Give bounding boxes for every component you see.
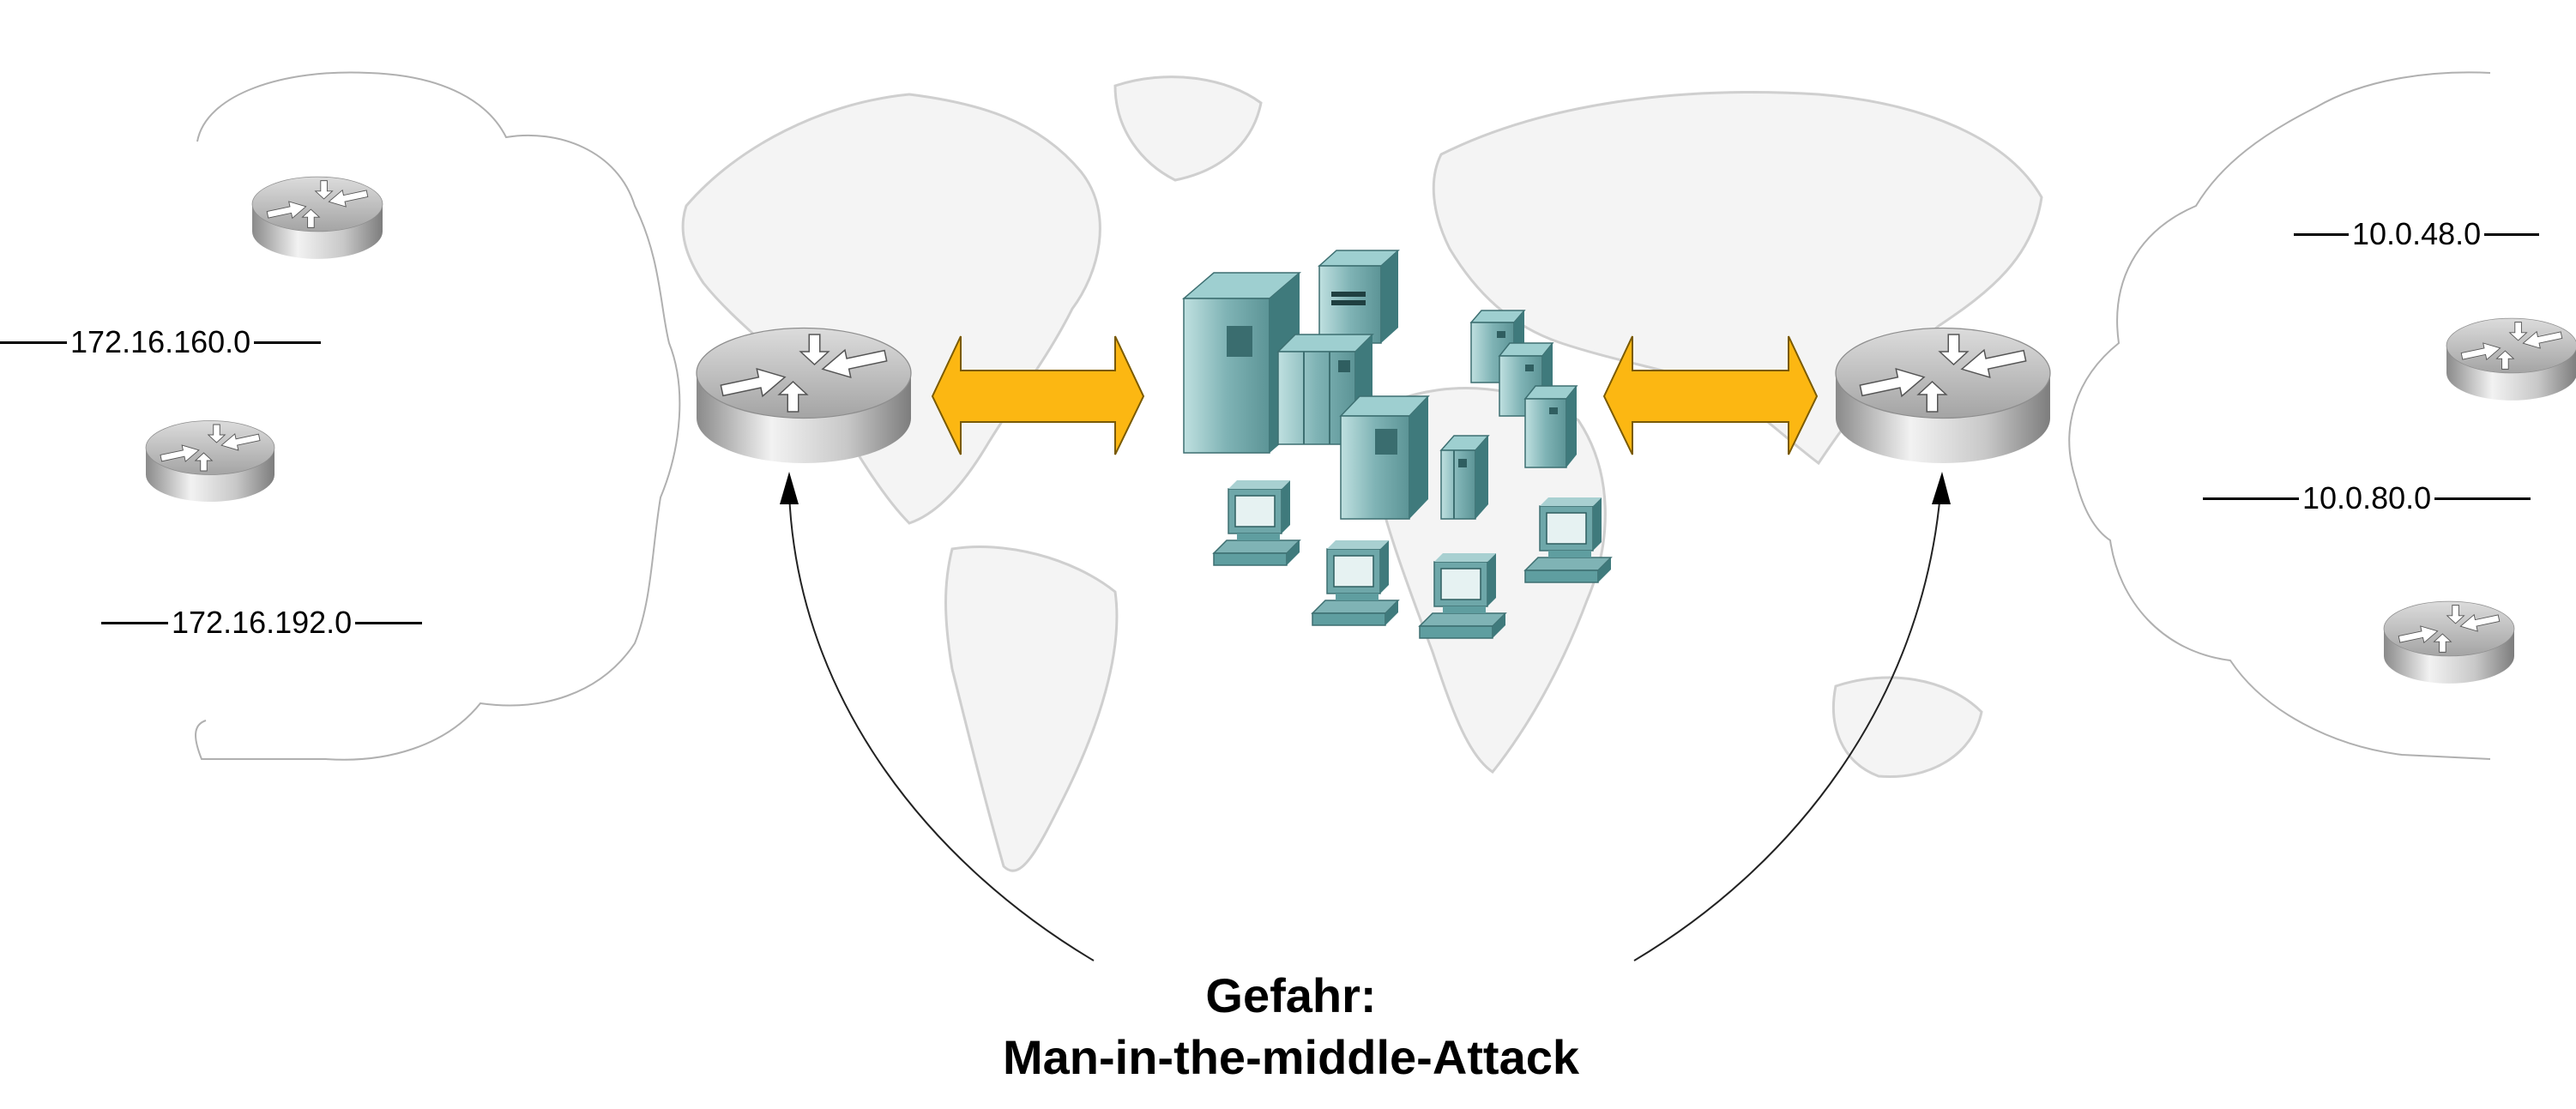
- left-network-cloud: [195, 71, 681, 761]
- australia-shape: [1831, 676, 1983, 779]
- internet-server-cluster: [1181, 250, 1578, 520]
- right-network-cloud: [2068, 71, 2491, 760]
- attack-arrow-right: [1633, 492, 1941, 961]
- router-icon-right-main: [1835, 327, 2051, 464]
- server-rack-small-icon: [1439, 435, 1490, 520]
- router-icon-left-top: [251, 176, 383, 260]
- network-label-left-2: 172.16.192.0: [101, 605, 423, 641]
- attack-arrow-left: [788, 492, 1095, 961]
- router-icon-right-bottom: [2383, 600, 2515, 684]
- double-arrow-left: [931, 335, 1145, 455]
- network-label-right-2: 10.0.80.0: [2203, 480, 2531, 516]
- network-label-right-1: 10.0.48.0: [2294, 216, 2540, 252]
- server-rack-icon: [1276, 334, 1374, 445]
- caption-line-danger: Gefahr:: [1205, 968, 1377, 1022]
- server-unit-icon: [1339, 395, 1430, 520]
- caption-line-attack: Man-in-the-middle-Attack: [1003, 1030, 1579, 1084]
- north-america-shape: [681, 93, 1101, 525]
- router-icon-right-top: [2446, 317, 2576, 401]
- router-icon-left-main: [696, 327, 912, 464]
- server-box-icon-3: [1523, 385, 1578, 468]
- greenland-shape: [1113, 75, 1263, 182]
- workstation-icon-1: [1213, 479, 1300, 566]
- attack-arrowhead-right: [1932, 472, 1951, 504]
- danger-caption: Gefahr: Man-in-the-middle-Attack: [858, 965, 1724, 1088]
- south-america-shape: [944, 545, 1119, 872]
- workstation-icon-2: [1312, 539, 1399, 626]
- attack-arrowhead-left: [780, 472, 799, 504]
- double-arrow-right: [1602, 335, 1819, 455]
- attack-arrows: [780, 472, 1951, 961]
- network-label-left-1: 172.16.160.0: [0, 324, 322, 360]
- router-icon-left-middle: [145, 420, 275, 503]
- server-tower-icon: [1318, 250, 1400, 344]
